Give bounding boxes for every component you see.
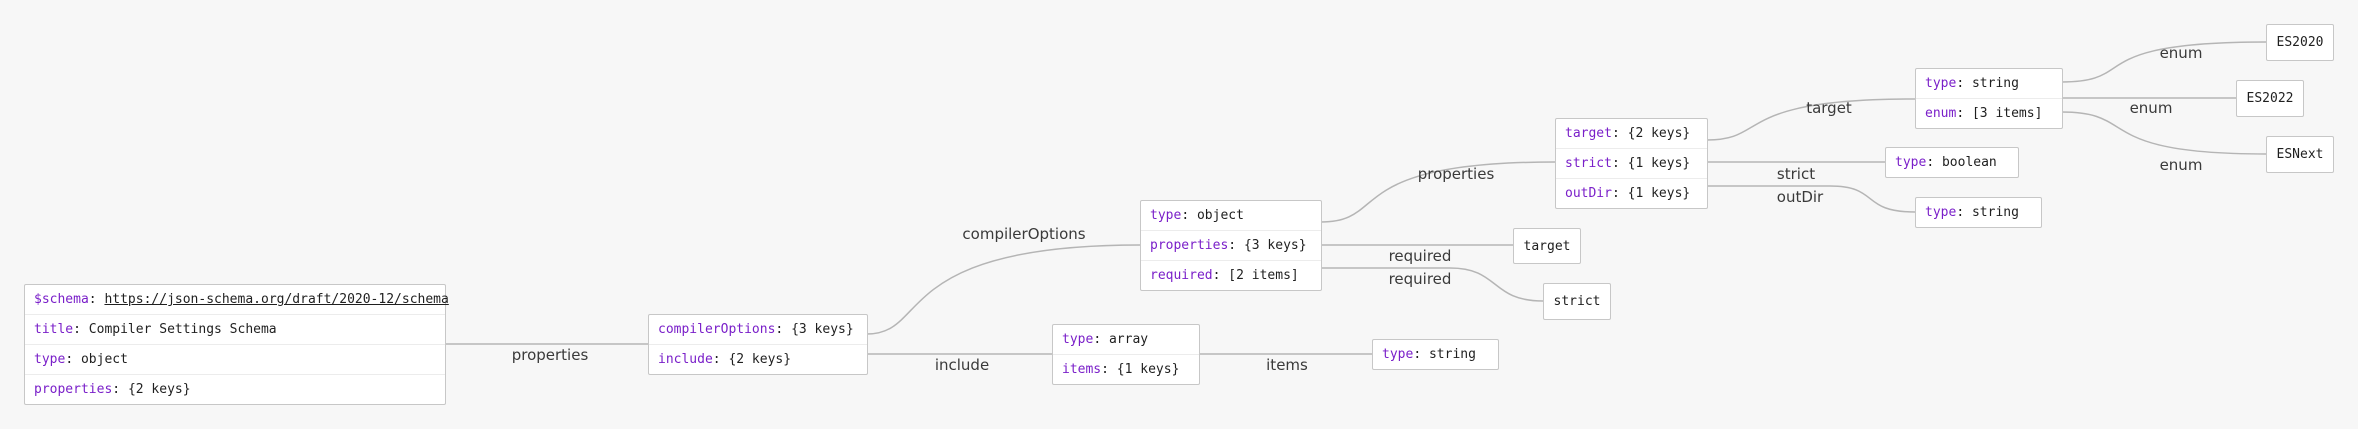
row-items-type: type: string bbox=[1382, 347, 1476, 362]
edge-co-properties bbox=[1320, 161, 1556, 223]
node-include[interactable]: type: array items: {1 keys} bbox=[1052, 324, 1200, 385]
row-outdir: outDir: {1 keys} bbox=[1556, 178, 1707, 208]
key-strict: strict bbox=[1565, 156, 1612, 171]
edge-label-outdir: outDir bbox=[1776, 188, 1824, 206]
key-outdir-type: type bbox=[1925, 205, 1957, 220]
key-outdir: outDir bbox=[1565, 186, 1612, 201]
node-target[interactable]: type: string enum: [3 items] bbox=[1915, 68, 2063, 129]
key-inc-items: items bbox=[1062, 362, 1102, 377]
key-properties: properties bbox=[34, 382, 113, 397]
row-inc-type: type: array bbox=[1062, 332, 1149, 347]
row-compileroptions: compilerOptions: {3 keys} bbox=[658, 322, 854, 337]
value-target-type: string bbox=[1971, 76, 2019, 91]
node-properties[interactable]: compilerOptions: {3 keys} include: {2 ke… bbox=[648, 314, 868, 375]
value-strict-type: boolean bbox=[1941, 155, 1997, 170]
key-co-required: required bbox=[1150, 268, 1213, 283]
key-compileroptions: compilerOptions bbox=[658, 322, 776, 337]
key-co-type: type bbox=[1150, 208, 1182, 223]
row-include: include: {2 keys} bbox=[649, 344, 867, 374]
edge-label-properties: properties bbox=[511, 346, 589, 364]
row-target: target: {2 keys} bbox=[1565, 126, 1691, 141]
edge-label-target: target bbox=[1806, 99, 1852, 117]
edge-label-enum-1: enum bbox=[2159, 44, 2203, 62]
edge-compileroptions bbox=[866, 244, 1141, 335]
value-inc-items: {1 keys} bbox=[1116, 362, 1180, 377]
row-title: title: Compiler Settings Schema bbox=[25, 314, 445, 344]
row-type: type: object bbox=[25, 344, 445, 374]
row-strict-type: type: boolean bbox=[1895, 155, 1997, 170]
edge-outdir bbox=[1707, 185, 1916, 213]
row-target-enum: enum: [3 items] bbox=[1916, 98, 2062, 128]
edge-label-strict: strict bbox=[1776, 165, 1816, 183]
key-title: title bbox=[34, 322, 74, 337]
node-include-items[interactable]: type: string bbox=[1372, 339, 1499, 370]
node-co-properties[interactable]: target: {2 keys} strict: {1 keys} outDir… bbox=[1555, 118, 1708, 209]
row-inc-items: items: {1 keys} bbox=[1053, 354, 1199, 384]
edge-label-enum-2: enum bbox=[2129, 99, 2173, 117]
key-target: target bbox=[1565, 126, 1612, 141]
key-target-enum: enum bbox=[1925, 106, 1957, 121]
row-target-type: type: string bbox=[1925, 76, 2019, 91]
edge-enum-1 bbox=[2061, 41, 2267, 83]
value-inc-type: array bbox=[1108, 332, 1149, 347]
edge-label-compileroptions: compilerOptions bbox=[962, 225, 1086, 243]
edge-label-enum-3: enum bbox=[2159, 156, 2203, 174]
key-strict-type: type bbox=[1895, 155, 1927, 170]
edge-label-required-1: required bbox=[1388, 247, 1452, 265]
value-target: {2 keys} bbox=[1627, 126, 1691, 141]
key-target-type: type bbox=[1925, 76, 1957, 91]
edge-label-include: include bbox=[934, 356, 990, 374]
key-items-type: type bbox=[1382, 347, 1414, 362]
leaf-enum-esnext[interactable]: ESNext bbox=[2266, 136, 2334, 173]
leaf-enum-es2022[interactable]: ES2022 bbox=[2236, 80, 2304, 117]
value-include: {2 keys} bbox=[728, 352, 792, 367]
node-compileroptions[interactable]: type: object properties: {3 keys} requir… bbox=[1140, 200, 1322, 291]
node-strict[interactable]: type: boolean bbox=[1885, 147, 2019, 178]
node-outdir[interactable]: type: string bbox=[1915, 197, 2042, 228]
row-schema: $schema: https://json-schema.org/draft/2… bbox=[34, 292, 449, 307]
value-outdir: {1 keys} bbox=[1627, 186, 1691, 201]
row-co-required: required: [2 items] bbox=[1141, 260, 1321, 290]
row-co-type: type: object bbox=[1150, 208, 1244, 223]
row-properties: properties: {2 keys} bbox=[25, 374, 445, 404]
key-include: include bbox=[658, 352, 713, 367]
row-co-properties: properties: {3 keys} bbox=[1141, 230, 1321, 260]
node-root[interactable]: $schema: https://json-schema.org/draft/2… bbox=[24, 284, 449, 405]
value-strict: {1 keys} bbox=[1627, 156, 1691, 171]
row-strict: strict: {1 keys} bbox=[1556, 148, 1707, 178]
value-type: object bbox=[80, 352, 128, 367]
key-co-properties: properties bbox=[1150, 238, 1229, 253]
leaf-enum-es2020[interactable]: ES2020 bbox=[2266, 24, 2334, 61]
key-schema: $schema bbox=[34, 292, 89, 307]
value-co-required: [2 items] bbox=[1228, 268, 1299, 283]
row-outdir-type: type: string bbox=[1925, 205, 2019, 220]
value-properties: {2 keys} bbox=[127, 382, 191, 397]
value-items-type: string bbox=[1428, 347, 1476, 362]
edge-target bbox=[1706, 98, 1916, 141]
edge-required-2 bbox=[1321, 267, 1544, 302]
key-type: type bbox=[34, 352, 66, 367]
edge-enum-3 bbox=[2061, 111, 2267, 155]
value-target-enum: [3 items] bbox=[1971, 106, 2043, 121]
leaf-required-target[interactable]: target bbox=[1513, 228, 1581, 264]
key-inc-type: type bbox=[1062, 332, 1094, 347]
edge-label-required-2: required bbox=[1388, 270, 1452, 288]
value-title: Compiler Settings Schema bbox=[88, 322, 277, 337]
edge-label-items: items bbox=[1266, 356, 1308, 374]
value-co-type: object bbox=[1196, 208, 1244, 223]
value-co-properties: {3 keys} bbox=[1243, 238, 1307, 253]
edge-label-co-properties: properties bbox=[1417, 165, 1495, 183]
leaf-required-strict[interactable]: strict bbox=[1543, 283, 1611, 320]
value-compileroptions: {3 keys} bbox=[791, 322, 854, 337]
value-outdir-type: string bbox=[1971, 205, 2019, 220]
schema-link[interactable]: https://json-schema.org/draft/2020-12/sc… bbox=[104, 292, 449, 307]
